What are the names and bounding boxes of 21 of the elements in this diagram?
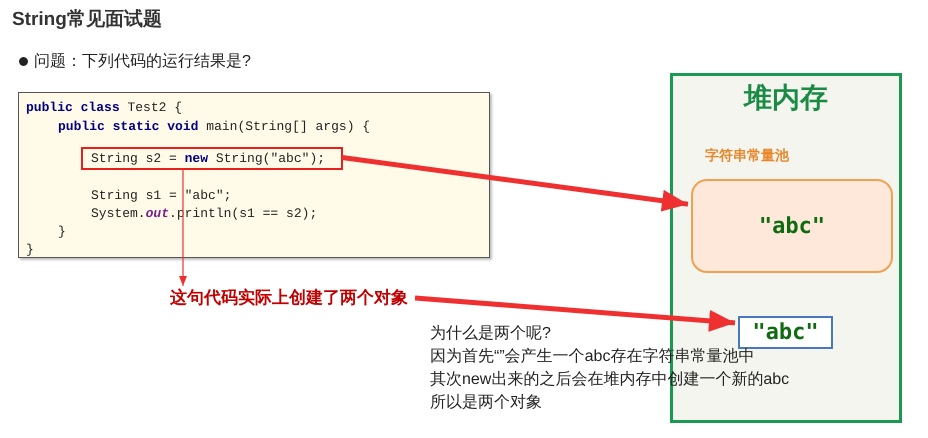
code-line: String s1 = "abc"; <box>91 187 232 205</box>
code-line: public class Test2 { <box>26 99 182 117</box>
object-box <box>738 316 833 349</box>
explanation-text: 为什么是两个呢? <box>430 324 551 344</box>
highlight-box <box>81 147 343 170</box>
code-panel <box>18 92 490 258</box>
arrow <box>179 169 187 286</box>
page-title: String常见面试题 <box>12 8 162 32</box>
question-text: 问题：下列代码的运行结果是? <box>34 52 251 72</box>
arrow <box>414 296 736 332</box>
code-line: String s2 = new String("abc"); <box>90 150 326 168</box>
code-line: } <box>26 241 34 259</box>
string-value: "abc" <box>758 212 826 240</box>
code-line: } <box>58 223 66 241</box>
explanation-text: 所以是两个对象 <box>430 392 542 413</box>
annotation-text: 这句代码实际上创建了两个对象 <box>170 287 408 310</box>
string-value: "abc" <box>752 319 819 347</box>
pool-heading: 字符串常量池 <box>705 146 789 165</box>
arrow <box>342 155 688 212</box>
code-line: public static void main(String[] args) { <box>58 118 370 136</box>
panel-heading: 堆内存 <box>742 81 829 115</box>
